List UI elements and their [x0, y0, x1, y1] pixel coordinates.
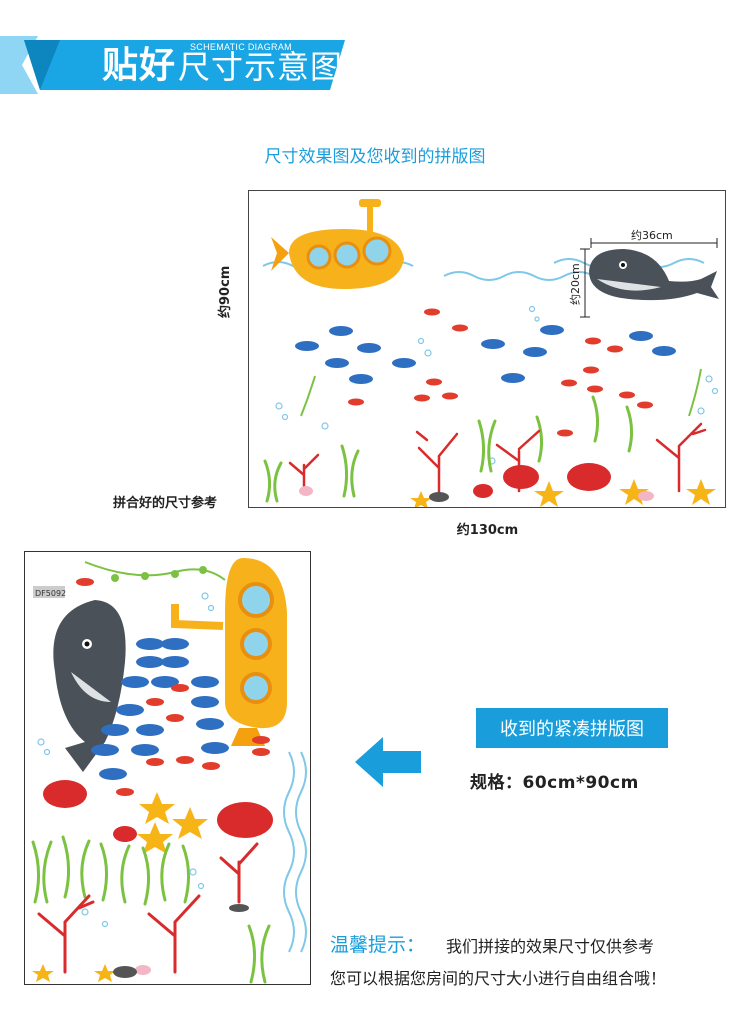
sheet-submarine: [171, 558, 287, 746]
crab-group: [473, 463, 611, 498]
submarine-illustration: [271, 199, 404, 289]
banner-title-strong: 贴好: [102, 45, 177, 86]
banner-subtitle: SCHEMATIC DIAGRAM: [190, 42, 292, 52]
ocean-scene-illustration: 约36cm 约20cm: [262, 199, 719, 507]
section-title: 尺寸效果图及您收到的拼版图: [264, 147, 486, 167]
sheet-code: DF5092: [35, 589, 66, 598]
banner-title-light: 尺寸示意图: [178, 48, 344, 86]
whale-illustration: [589, 249, 719, 301]
whale-width-label: 约36cm: [631, 229, 673, 242]
tip-line-1: 我们拼接的效果尺寸仅供参考: [446, 937, 655, 956]
header-banner: [0, 36, 345, 94]
tip-label: 温馨提示：: [330, 934, 426, 956]
red-fish-group: [348, 308, 653, 437]
sheet-red-fish: [76, 578, 270, 796]
sticker-sheet: DF5092: [24, 551, 311, 985]
assembled-size-note: 拼合好的尺寸参考: [113, 496, 218, 511]
assembled-preview: 约36cm 约20cm: [248, 190, 726, 508]
height-label: 约90cm: [218, 265, 233, 318]
sheet-blue-fish: [91, 638, 229, 780]
width-label: 约130cm: [456, 523, 519, 538]
left-arrow-icon: [355, 737, 421, 787]
starfish-group: [410, 479, 716, 507]
received-layout-badge: 收到的紧凑拼版图: [476, 708, 668, 748]
sticker-sheet-illustration: DF5092: [31, 558, 307, 984]
tip-line-2: 您可以根据您房间的尺寸大小进行自由组合哦！: [330, 969, 667, 988]
spec-line: 规格：60cm*90cm: [470, 773, 639, 793]
blue-fish-group: [295, 325, 676, 384]
whale-height-label: 约20cm: [569, 263, 582, 305]
